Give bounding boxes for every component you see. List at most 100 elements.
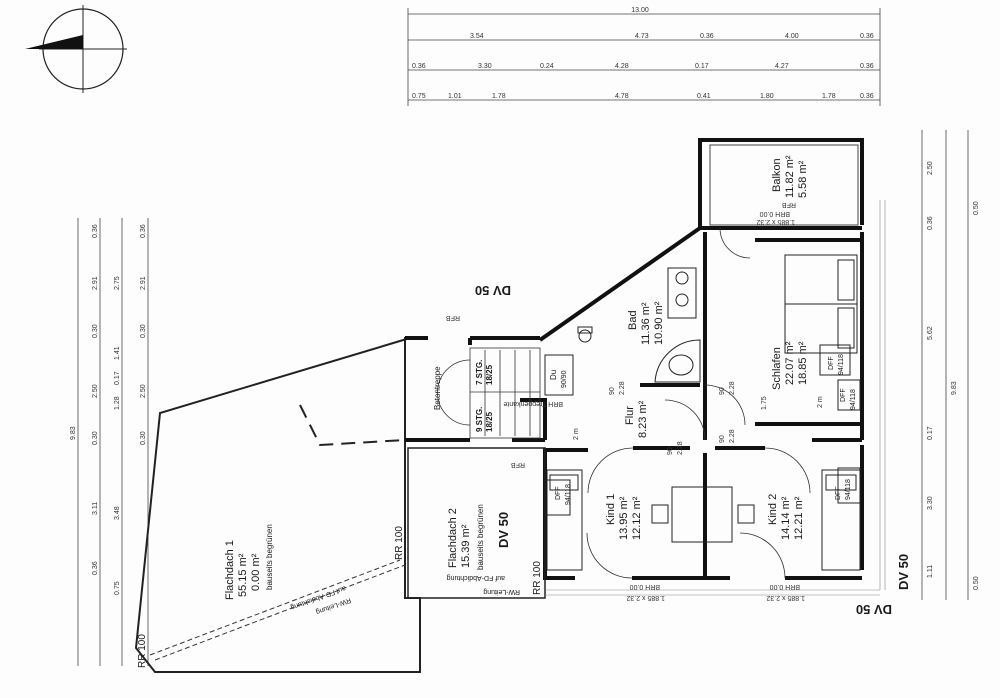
label-rwl-1: RW-Leitung <box>483 588 520 595</box>
svg-text:2.91: 2.91 <box>140 276 147 290</box>
svg-text:Schlafen: Schlafen <box>771 347 783 390</box>
top-dim-row3: 0.36 3.30 0.24 4.28 0.17 4.27 0.36 <box>412 63 874 70</box>
svg-text:Kind 1: Kind 1 <box>605 494 617 525</box>
left-total-dim: 9.83 <box>70 426 77 440</box>
label-dv50-center: DV 50 <box>496 512 511 548</box>
svg-text:Flachdach 1: Flachdach 1 <box>224 540 236 600</box>
svg-text:0.30: 0.30 <box>140 431 147 445</box>
label-flur-90b: 90 <box>719 387 726 395</box>
bathroom-fixtures <box>544 267 701 396</box>
svg-text:5.62: 5.62 <box>927 326 934 340</box>
label-kind1: Kind 1 13.95 m² 12.12 m² <box>605 494 643 540</box>
label-flur-228a: 2.28 <box>619 381 626 395</box>
label-dff-schlafen-2: DFF <box>840 388 847 402</box>
label-brh-kind2: BRH 0.00 <box>770 583 800 590</box>
label-kind2: Kind 2 14.14 m² 12.21 m² <box>767 494 805 540</box>
svg-text:0.50: 0.50 <box>973 576 980 590</box>
label-flur-228b: 2.28 <box>729 381 736 395</box>
top-dim-row4: 0.75 1.01 1.78 4.78 0.41 1.80 1.78 0.36 <box>412 93 874 100</box>
svg-text:5.58 m²: 5.58 m² <box>797 160 809 198</box>
label-rfb-treppe: RFB <box>446 314 460 321</box>
svg-text:1.28: 1.28 <box>114 396 121 410</box>
left-dim-col2: 2.75 1.41 0.17 1.28 3.48 0.75 <box>114 276 121 595</box>
label-stg9b: 18/25 <box>485 411 494 432</box>
left-dim-col3: 0.36 2.91 0.30 2.50 0.30 <box>140 224 147 445</box>
svg-text:3.30: 3.30 <box>478 63 492 70</box>
double-bed <box>784 254 858 354</box>
label-flur-90d: 90 <box>667 447 674 455</box>
svg-text:0.30: 0.30 <box>140 324 147 338</box>
svg-text:0.00 m²: 0.00 m² <box>250 553 262 591</box>
svg-text:0.75: 0.75 <box>114 581 121 595</box>
label-rfb-flachdach2: RFB <box>511 461 525 468</box>
label-stg9: 9 STG. <box>475 407 484 432</box>
label-dff-schlafen-1: DFF <box>828 356 835 370</box>
right-dimension-chain <box>921 130 969 600</box>
svg-text:Kind 2: Kind 2 <box>767 494 779 525</box>
label-stg7b: 18/25 <box>485 364 494 385</box>
svg-text:0.36: 0.36 <box>700 33 714 40</box>
child-bed-2 <box>821 469 861 571</box>
label-dff-size-kind2: 94/118 <box>845 479 852 500</box>
svg-text:11.36 m²: 11.36 m² <box>640 302 652 345</box>
svg-text:1.78: 1.78 <box>822 93 836 100</box>
svg-text:4.73: 4.73 <box>635 33 649 40</box>
label-flur: Flur 8.23 m² <box>624 400 649 438</box>
svg-text:2.50: 2.50 <box>140 384 147 398</box>
label-rr100-1: RR 100 <box>394 526 405 560</box>
label-dv50-bottom: DV 50 <box>856 602 892 617</box>
svg-text:bauseits begrünen: bauseits begrünen <box>265 524 274 590</box>
left-dim-col1: 0.36 2.91 0.30 2.50 0.30 3.11 0.36 <box>92 224 99 575</box>
label-brh-treppe: BRH Treppenkante <box>503 400 563 407</box>
svg-text:3.54: 3.54 <box>470 33 484 40</box>
svg-text:0.36: 0.36 <box>412 63 426 70</box>
svg-text:3.11: 3.11 <box>92 502 99 515</box>
label-flur-228c: 2.28 <box>729 429 736 443</box>
svg-text:1.11: 1.11 <box>927 565 934 578</box>
skylight-windows <box>544 344 861 516</box>
label-flachdach2: Flachdach 2 15.39 m² bauseits begrünen <box>447 504 485 570</box>
right-dim-col2: 0.50 0.50 <box>973 201 980 590</box>
svg-text:0.30: 0.30 <box>92 431 99 445</box>
label-flur-228d: 2.28 <box>677 441 684 455</box>
top-dim-row2: 3.54 4.73 0.36 4.00 0.36 <box>470 33 874 40</box>
label-rfb-balkon: RFB <box>782 201 796 208</box>
svg-text:4.00: 4.00 <box>785 33 799 40</box>
svg-text:3.30: 3.30 <box>927 496 934 510</box>
label-dff-kind2: DFF <box>835 486 842 500</box>
svg-text:0.75: 0.75 <box>412 93 426 100</box>
label-rr100-3: RR 100 <box>137 634 148 668</box>
svg-text:bauseits begrünen: bauseits begrünen <box>476 504 485 570</box>
svg-text:0.17: 0.17 <box>695 63 709 70</box>
svg-text:18.85 m²: 18.85 m² <box>797 341 809 385</box>
label-dff-size-kind1: 94/118 <box>565 484 572 505</box>
top-total-dim: 13.00 <box>631 7 649 14</box>
svg-text:22.07 m²: 22.07 m² <box>784 341 796 385</box>
label-stg7: 7 STG. <box>475 360 484 385</box>
svg-text:Bad: Bad <box>627 310 639 330</box>
label-brh-kind1: BRH 0.00 <box>630 583 660 590</box>
label-betontreppe: Betontreppe <box>433 366 442 410</box>
svg-text:0.36: 0.36 <box>927 216 934 230</box>
label-du-size: 90/90 <box>561 370 568 388</box>
doors <box>586 227 811 579</box>
label-rr100-2: RR 100 <box>532 561 543 595</box>
stairs <box>437 347 541 439</box>
svg-text:2.91: 2.91 <box>92 276 99 290</box>
svg-text:2.75: 2.75 <box>114 276 121 290</box>
right-dim-col1: 2.50 0.36 5.62 0.17 3.30 1.11 <box>927 161 934 578</box>
flachdach2-outline <box>407 447 546 599</box>
svg-text:0.36: 0.36 <box>860 93 874 100</box>
flachdach1-dashed-line <box>299 404 406 447</box>
balkon-outline <box>709 144 859 226</box>
svg-text:0.17: 0.17 <box>927 426 934 440</box>
label-dv50-top: DV 50 <box>475 283 511 298</box>
svg-text:10.90 m²: 10.90 m² <box>653 301 665 345</box>
label-win-balkon: 1.885 x 2.32 <box>756 218 795 225</box>
svg-text:55.15 m²: 55.15 m² <box>237 553 249 597</box>
svg-text:2.50: 2.50 <box>92 384 99 398</box>
label-win-kind2: 1.885 x 2.32 <box>766 594 805 601</box>
child-bed-1 <box>546 469 583 571</box>
svg-text:14.14 m²: 14.14 m² <box>780 496 792 540</box>
